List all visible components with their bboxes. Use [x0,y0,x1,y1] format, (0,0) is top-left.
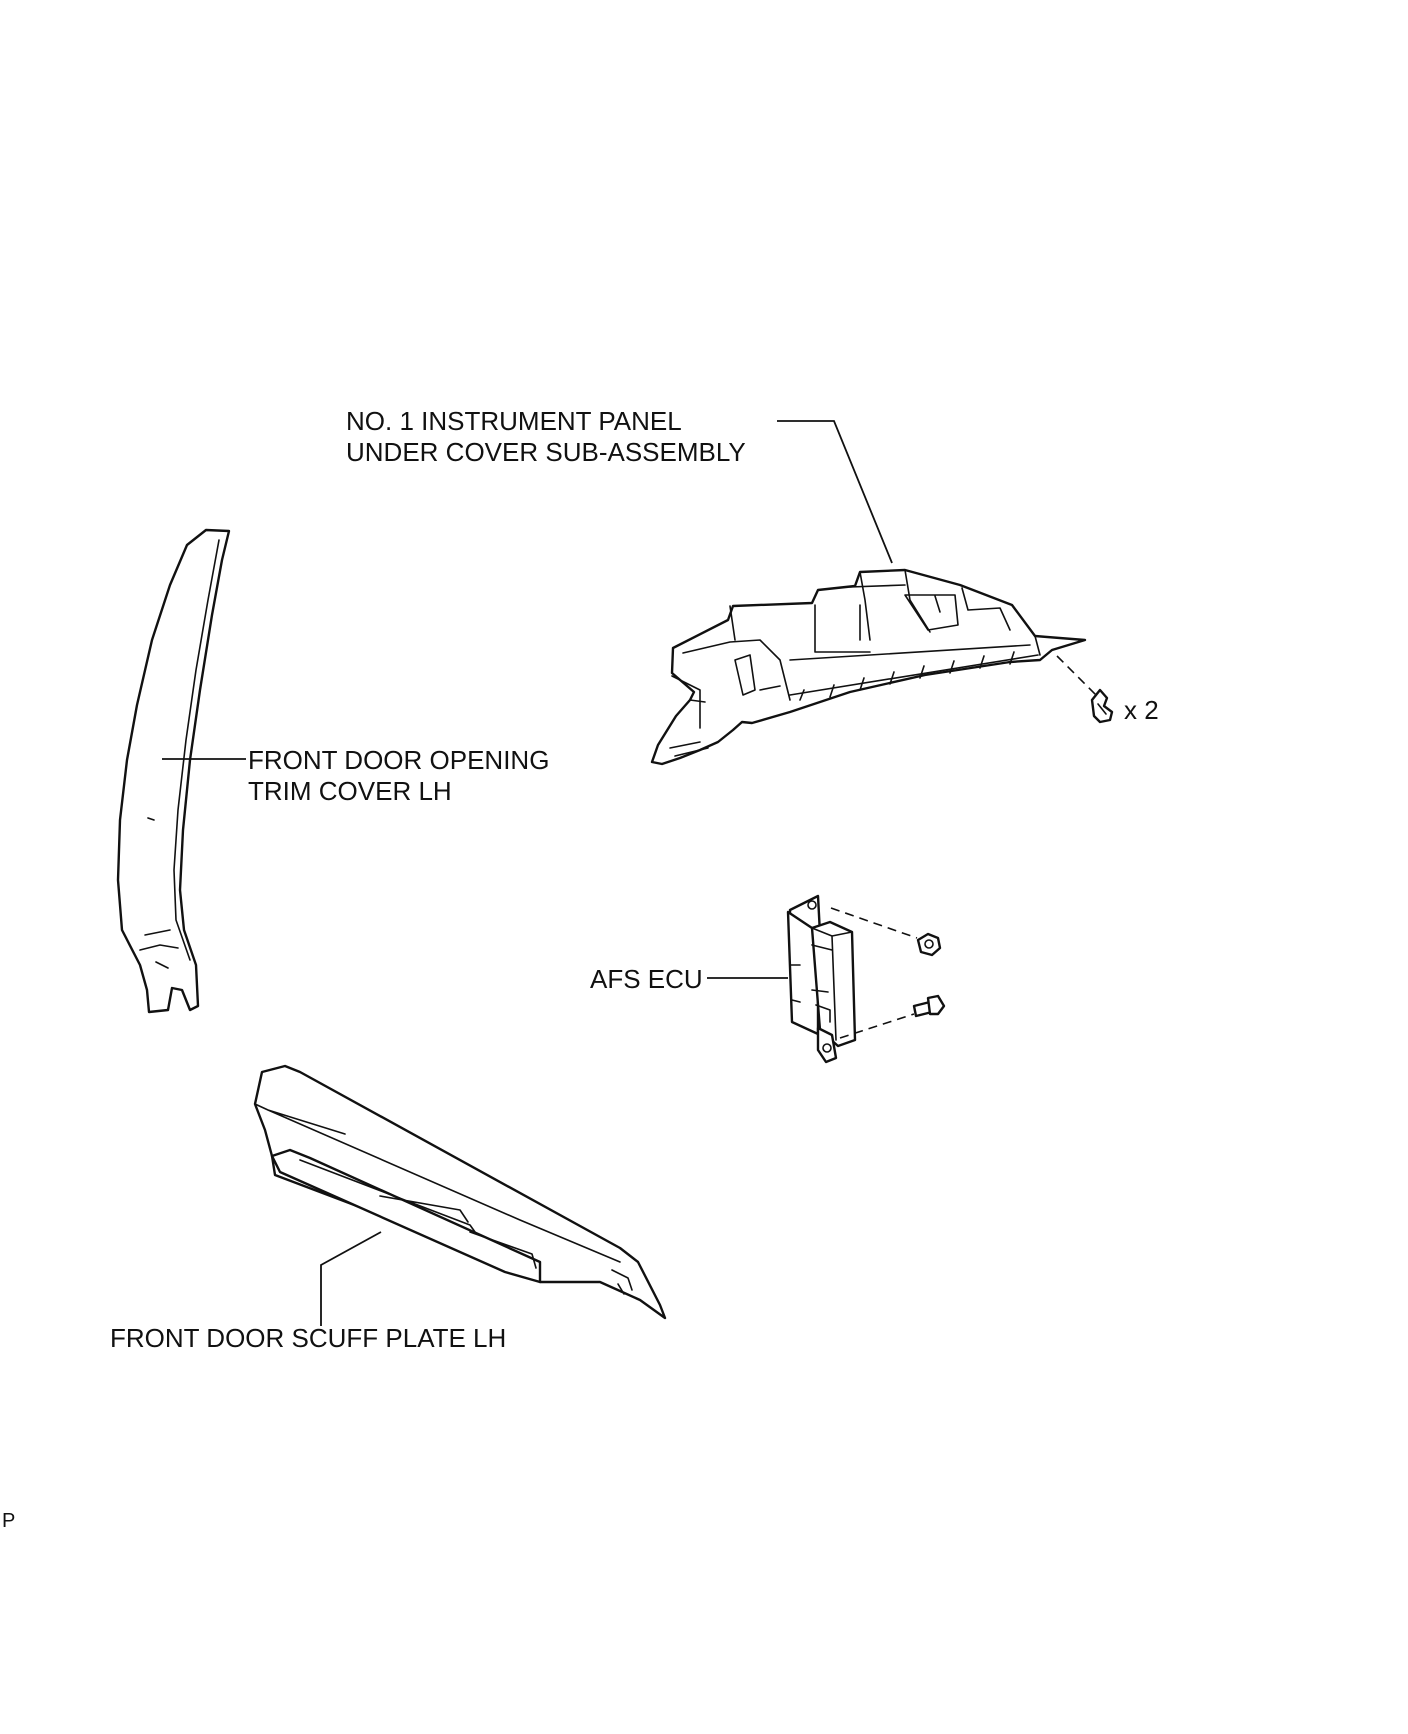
label-instrument-panel-line2: UNDER COVER SUB-ASSEMBLY [346,437,746,467]
push-clip-icon [1090,688,1114,724]
instrument-panel-under-cover [650,568,1087,766]
front-door-opening-trim-cover [116,528,231,1014]
leader-scuff-plate [320,1231,382,1326]
hex-nut-icon [916,932,942,957]
leader-instrument-panel [777,420,893,564]
flange-bolt-icon [912,994,946,1018]
dash-bolt [839,1013,915,1039]
dash-clip [1056,655,1098,697]
front-door-scuff-plate [253,1064,667,1320]
label-instrument-panel-under-cover: NO. 1 INSTRUMENT PANEL UNDER COVER SUB-A… [346,406,746,468]
label-opening-trim-line2: TRIM COVER LH [248,776,452,806]
afs-ecu [786,894,857,1064]
label-afs-ecu: AFS ECU [590,964,703,994]
label-opening-trim-line1: FRONT DOOR OPENING [248,745,550,775]
label-front-door-opening-trim: FRONT DOOR OPENING TRIM COVER LH [248,745,549,807]
label-clip-quantity: x 2 [1124,695,1159,725]
label-instrument-panel-line1: NO. 1 INSTRUMENT PANEL [346,406,682,436]
corner-mark: P [2,1510,16,1532]
dash-nut [830,907,918,939]
label-front-door-scuff-plate: FRONT DOOR SCUFF PLATE LH [110,1323,507,1353]
